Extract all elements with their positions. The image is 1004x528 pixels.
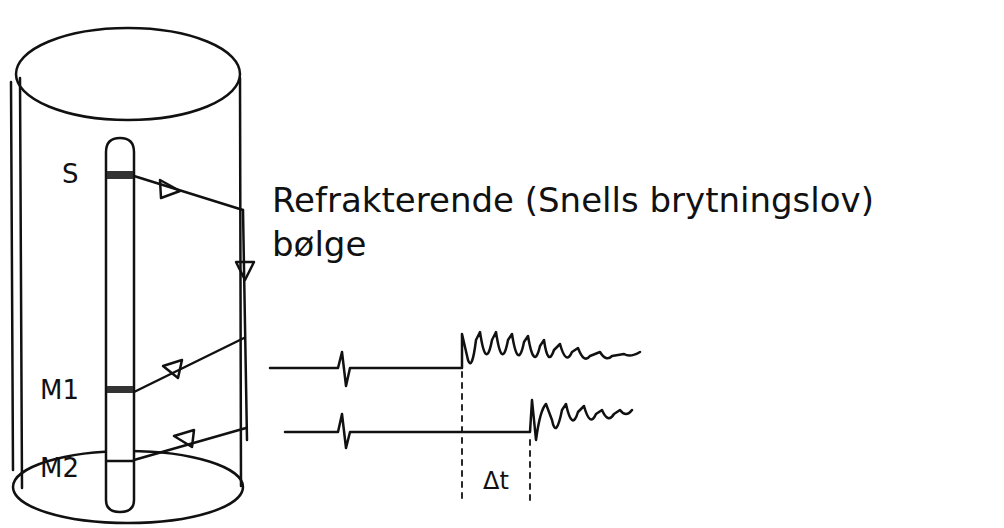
time-marker [461, 372, 463, 500]
ray-path [134, 176, 243, 210]
receiver-band [107, 460, 133, 463]
cylinder-wall [11, 82, 13, 470]
part-label: S [62, 158, 79, 192]
time-marker [529, 440, 531, 500]
cylinder-top [16, 28, 240, 120]
receiver-band [107, 386, 133, 393]
source-band [107, 171, 133, 179]
logging-tool [106, 138, 134, 512]
ray-path [134, 428, 246, 460]
ray-arrowhead [174, 430, 194, 447]
ray-arrowhead [163, 360, 182, 378]
ray-path [243, 210, 247, 440]
waveform-trace [270, 332, 640, 386]
ray-arrowhead [160, 180, 180, 198]
part-label: M2 [40, 452, 79, 486]
wave-note: Refrakterende (Snells brytningslov) bølg… [272, 178, 909, 266]
ray-path [134, 338, 244, 392]
waveform-trace [285, 400, 632, 448]
cylinder-wall [240, 78, 241, 486]
cylinder-wall [20, 78, 22, 488]
time-difference: Δt [483, 466, 509, 497]
part-label: M1 [40, 374, 79, 408]
ray-arrowhead [236, 262, 254, 280]
